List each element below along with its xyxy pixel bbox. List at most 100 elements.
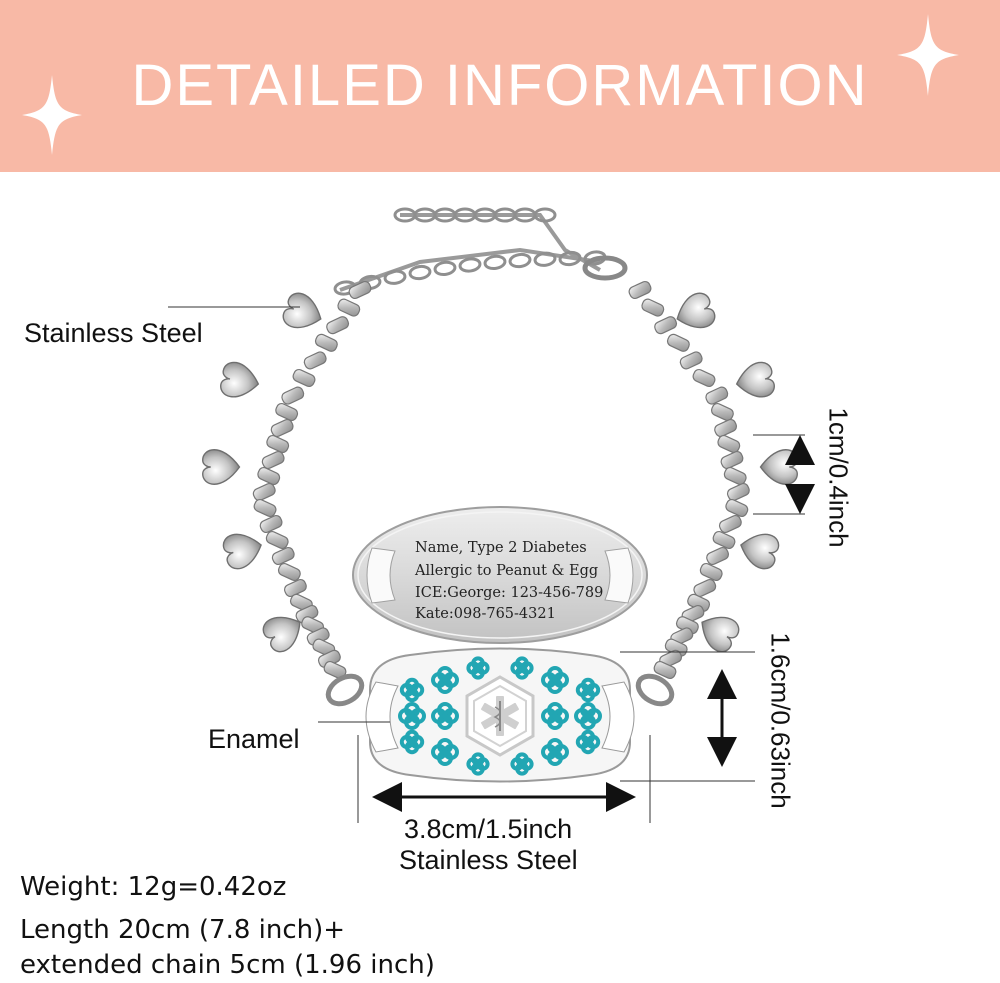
curb-link — [275, 402, 299, 422]
curb-link — [283, 578, 307, 598]
enamel-front-plate — [325, 647, 675, 783]
engraving-line-2: Allergic to Peanut & Egg — [415, 563, 599, 579]
curb-link — [718, 514, 742, 534]
tag-height-label: 1.6cm/0.63inch — [765, 632, 796, 809]
curb-link — [723, 466, 747, 486]
spec-weight: Weight: 12g=0.42oz — [20, 872, 287, 902]
curb-chain-left — [252, 280, 372, 680]
enamel-quatrefoil-pattern — [398, 656, 602, 776]
sparkle-icon — [22, 75, 82, 155]
enamel-petal — [476, 661, 490, 675]
chain-link — [533, 207, 557, 223]
curb-link — [326, 316, 350, 335]
curb-link — [292, 368, 316, 388]
curb-link — [705, 386, 729, 405]
chain-link — [433, 260, 457, 276]
lobster-clasp — [582, 255, 628, 281]
curb-link — [261, 450, 285, 470]
enamel-petal — [553, 708, 569, 724]
enamel-petal — [586, 682, 601, 698]
heart-bead-icon — [740, 533, 780, 570]
curb-link — [726, 482, 750, 502]
enamel-petal — [443, 744, 459, 760]
curb-link — [641, 298, 665, 317]
curb-link — [666, 333, 690, 352]
annotation-lines — [168, 306, 805, 823]
curb-link — [253, 498, 277, 518]
heart-bead-icon — [220, 361, 260, 398]
spec-length: Length 20cm (7.8 inch)+ — [20, 915, 346, 945]
engraving-line-3: ICE:George: 123-456-789 — [415, 585, 604, 601]
heart-bead-chain-left — [202, 292, 322, 653]
curb-link — [693, 578, 717, 598]
curb-link — [265, 530, 289, 550]
enamel-petal — [476, 757, 490, 771]
curb-link — [281, 386, 305, 405]
spec-extension: extended chain 5cm (1.96 inch) — [20, 950, 435, 980]
curb-link — [720, 450, 744, 470]
enamel-petal — [410, 734, 425, 750]
chain-link — [508, 252, 532, 269]
curb-link — [303, 351, 327, 370]
curb-link — [653, 660, 677, 680]
enamel-petal — [553, 672, 569, 688]
curb-link — [710, 402, 734, 422]
curb-link — [259, 514, 283, 534]
dimension-arrows — [372, 435, 815, 812]
tag-width-label: 3.8cm/1.5inch — [404, 814, 573, 844]
engraved-back-plate — [352, 506, 648, 644]
curb-link — [348, 280, 372, 300]
curb-link — [271, 546, 295, 566]
chain-material-label: Stainless Steel — [24, 318, 203, 348]
curb-link — [654, 316, 678, 335]
extension-chain-links — [333, 207, 607, 296]
header-banner: DETAILED INFORMATION — [0, 0, 1000, 172]
curb-link — [679, 351, 703, 370]
enamel-petal — [443, 672, 459, 688]
curb-link — [692, 368, 716, 388]
curb-chain-right — [628, 280, 750, 680]
enamel-petal — [410, 708, 426, 724]
enamel-petal — [410, 682, 425, 698]
curb-link — [706, 546, 730, 566]
heart-bead-icon — [262, 616, 301, 653]
enamel-petal — [520, 757, 534, 771]
curb-link — [725, 498, 749, 518]
curb-link — [699, 562, 723, 582]
curb-link — [314, 333, 338, 352]
curb-link — [266, 434, 290, 454]
engraving-line-1: Name, Type 2 Diabetes — [415, 540, 587, 556]
curb-link — [628, 280, 652, 300]
curb-link — [270, 418, 294, 438]
tag-width-material-label: Stainless Steel — [399, 845, 578, 875]
curb-link — [717, 434, 741, 454]
chain-link — [383, 269, 407, 285]
curb-link — [714, 418, 738, 438]
chain-link — [483, 254, 507, 270]
chain-link — [408, 264, 432, 281]
chain-link — [533, 251, 557, 267]
enamel-label: Enamel — [208, 724, 300, 754]
chain-width-label: 1cm/0.4inch — [823, 407, 854, 548]
heart-bead-icon — [282, 292, 322, 329]
enamel-petal — [443, 708, 459, 724]
enamel-petal — [586, 708, 602, 724]
heart-bead-icon — [202, 449, 241, 485]
chain-link — [458, 257, 482, 273]
curb-link — [252, 482, 276, 502]
sparkle-icon — [897, 14, 959, 96]
chain-link — [558, 250, 582, 267]
heart-bead-chain-right — [676, 292, 798, 653]
enamel-petal — [520, 661, 534, 675]
curb-link — [277, 562, 301, 582]
medical-alert-star-of-life-icon — [465, 675, 535, 757]
curb-link — [337, 298, 361, 317]
engraving-line-4: Kate:098-765-4321 — [415, 606, 556, 622]
heart-bead-icon — [222, 533, 262, 570]
page-title: DETAILED INFORMATION — [131, 53, 869, 118]
heart-bead-icon — [701, 616, 740, 653]
curb-link — [257, 466, 281, 486]
curb-link — [712, 530, 736, 550]
heart-bead-icon — [676, 292, 716, 329]
